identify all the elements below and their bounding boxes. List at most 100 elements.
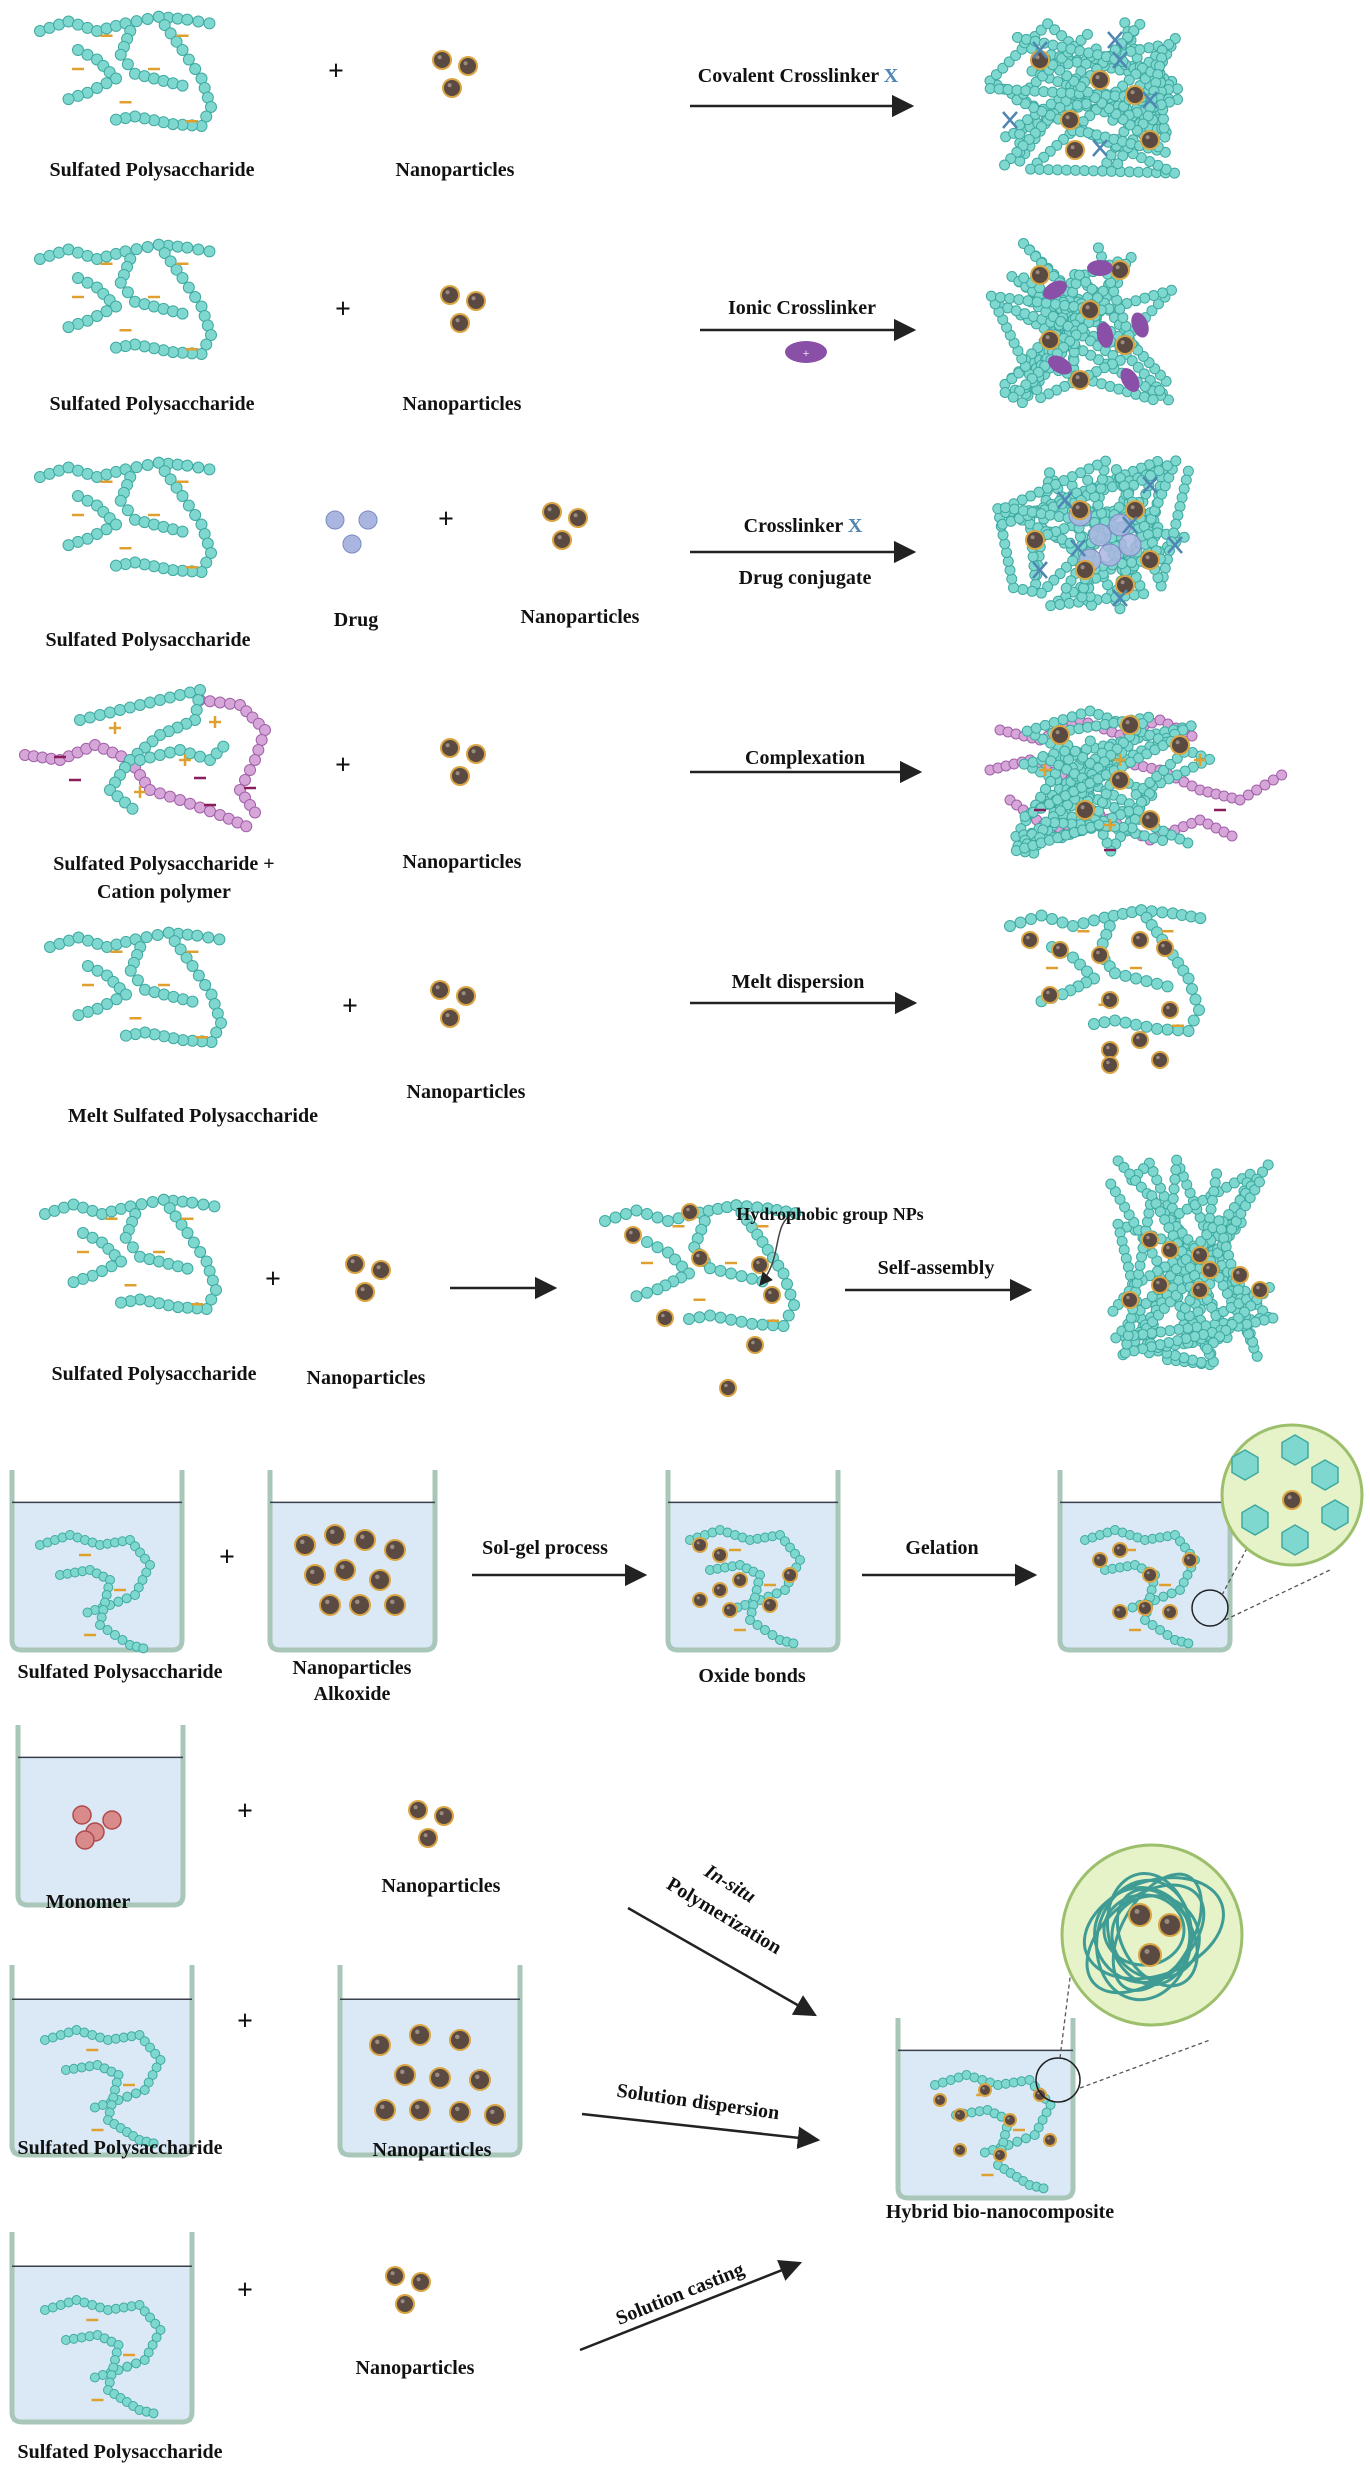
nanoparticle-highlight <box>445 290 450 295</box>
bead <box>86 1231 99 1244</box>
bead <box>782 1309 795 1322</box>
bead <box>148 2408 159 2419</box>
polymer-chain <box>1088 904 1205 1037</box>
bead <box>777 1267 790 1280</box>
bead <box>1004 564 1016 576</box>
bead <box>1193 1004 1205 1016</box>
nanoparticle-highlight <box>455 2034 460 2040</box>
bead <box>1127 1602 1138 1613</box>
nanoparticle-highlight <box>325 1599 330 1605</box>
plus-sign: + <box>219 1542 235 1573</box>
nanoparticle-highlight <box>1161 943 1165 948</box>
bead <box>1168 527 1180 539</box>
bead <box>1251 784 1263 796</box>
nanoparticle-highlight <box>1116 1608 1120 1612</box>
bead <box>203 17 216 30</box>
nanoparticle-highlight <box>756 1260 760 1265</box>
bead <box>1140 1020 1153 1033</box>
bead <box>168 935 181 948</box>
nanoparticle-icon <box>714 1584 726 1596</box>
bead <box>1022 114 1034 126</box>
nanoparticle-icon <box>980 2085 990 2095</box>
nanoparticle-highlight <box>435 2072 440 2078</box>
polymer-chain <box>1011 31 1171 158</box>
bead <box>1152 298 1164 310</box>
bead <box>163 1202 176 1215</box>
bead <box>1045 600 1057 612</box>
bead <box>100 77 113 90</box>
bead <box>1159 562 1171 574</box>
bead <box>189 291 202 303</box>
nanoparticle-icon <box>410 1802 426 1818</box>
bead <box>1162 1630 1173 1640</box>
nanoparticle-highlight <box>1106 1060 1110 1065</box>
bead <box>115 1296 127 1309</box>
nanoparticle-highlight <box>1116 1546 1120 1550</box>
polymer-chain <box>62 490 122 552</box>
bead <box>1186 983 1198 995</box>
ionic-crosslinker-icon <box>1043 280 1067 300</box>
nanoparticle-highlight <box>1030 535 1035 540</box>
nanoparticle-highlight <box>1035 55 1040 60</box>
nanoparticle-highlight <box>390 2271 395 2276</box>
bead <box>164 27 177 40</box>
nanoparticle-highlight <box>471 296 476 301</box>
bead <box>999 538 1011 550</box>
bead <box>1035 909 1048 922</box>
beaker-glass <box>665 1470 841 1653</box>
bead <box>1044 509 1056 521</box>
bead <box>1169 1173 1181 1185</box>
bead <box>164 746 176 759</box>
process-crosslinker: Crosslinker X <box>744 514 863 538</box>
bead <box>1021 725 1033 737</box>
label-sp-row2: Sulfated Polysaccharide <box>49 393 255 415</box>
nanoparticle-highlight <box>461 991 466 996</box>
bead <box>120 1029 132 1042</box>
nanoparticle-icon <box>444 80 460 96</box>
bead <box>96 1265 108 1277</box>
bead <box>1151 527 1163 539</box>
nanoparticle-icon <box>935 2095 945 2105</box>
bead <box>134 754 146 766</box>
cation-charge-icon <box>1114 754 1126 766</box>
bead <box>164 790 176 803</box>
bead <box>735 1270 748 1283</box>
nanoparticle-highlight <box>1130 90 1135 95</box>
bead <box>82 1607 93 1618</box>
bead <box>110 518 122 531</box>
bead <box>176 44 189 56</box>
crosslinker-x-icon: X <box>883 65 899 87</box>
bead <box>651 1283 664 1296</box>
bead <box>214 696 226 709</box>
bead <box>191 929 204 942</box>
label-np-row4: Nanoparticles <box>402 851 522 873</box>
bead <box>144 696 156 709</box>
bead <box>609 1211 622 1224</box>
nanoparticle-icon <box>1027 532 1043 548</box>
bead <box>105 1260 118 1273</box>
bead <box>158 465 171 478</box>
bead <box>1154 384 1166 396</box>
bead <box>1119 1016 1132 1029</box>
bead <box>994 291 1006 303</box>
label-monomer: Monomer <box>45 1891 131 1913</box>
bead <box>1201 1343 1213 1355</box>
bead <box>194 801 206 814</box>
bead <box>1144 776 1156 788</box>
beaker-glass <box>9 1470 185 1653</box>
bead <box>224 697 236 710</box>
bead <box>126 1241 139 1254</box>
bead <box>1105 1178 1117 1190</box>
bead <box>205 101 217 113</box>
bead <box>255 734 268 746</box>
nanoparticle-highlight <box>1256 1285 1260 1290</box>
bead <box>162 926 175 939</box>
nanoparticle-icon <box>468 293 484 309</box>
nanoparticle-highlight <box>1166 1608 1170 1612</box>
nanoparticle-highlight <box>1046 990 1050 995</box>
nanoparticle-icon <box>1043 988 1057 1002</box>
label-sp-row9: Sulfated Polysaccharide <box>17 2137 223 2159</box>
bead <box>756 1318 769 1331</box>
nanoparticle-icon <box>1072 502 1088 518</box>
nanoparticle-icon <box>460 58 476 74</box>
